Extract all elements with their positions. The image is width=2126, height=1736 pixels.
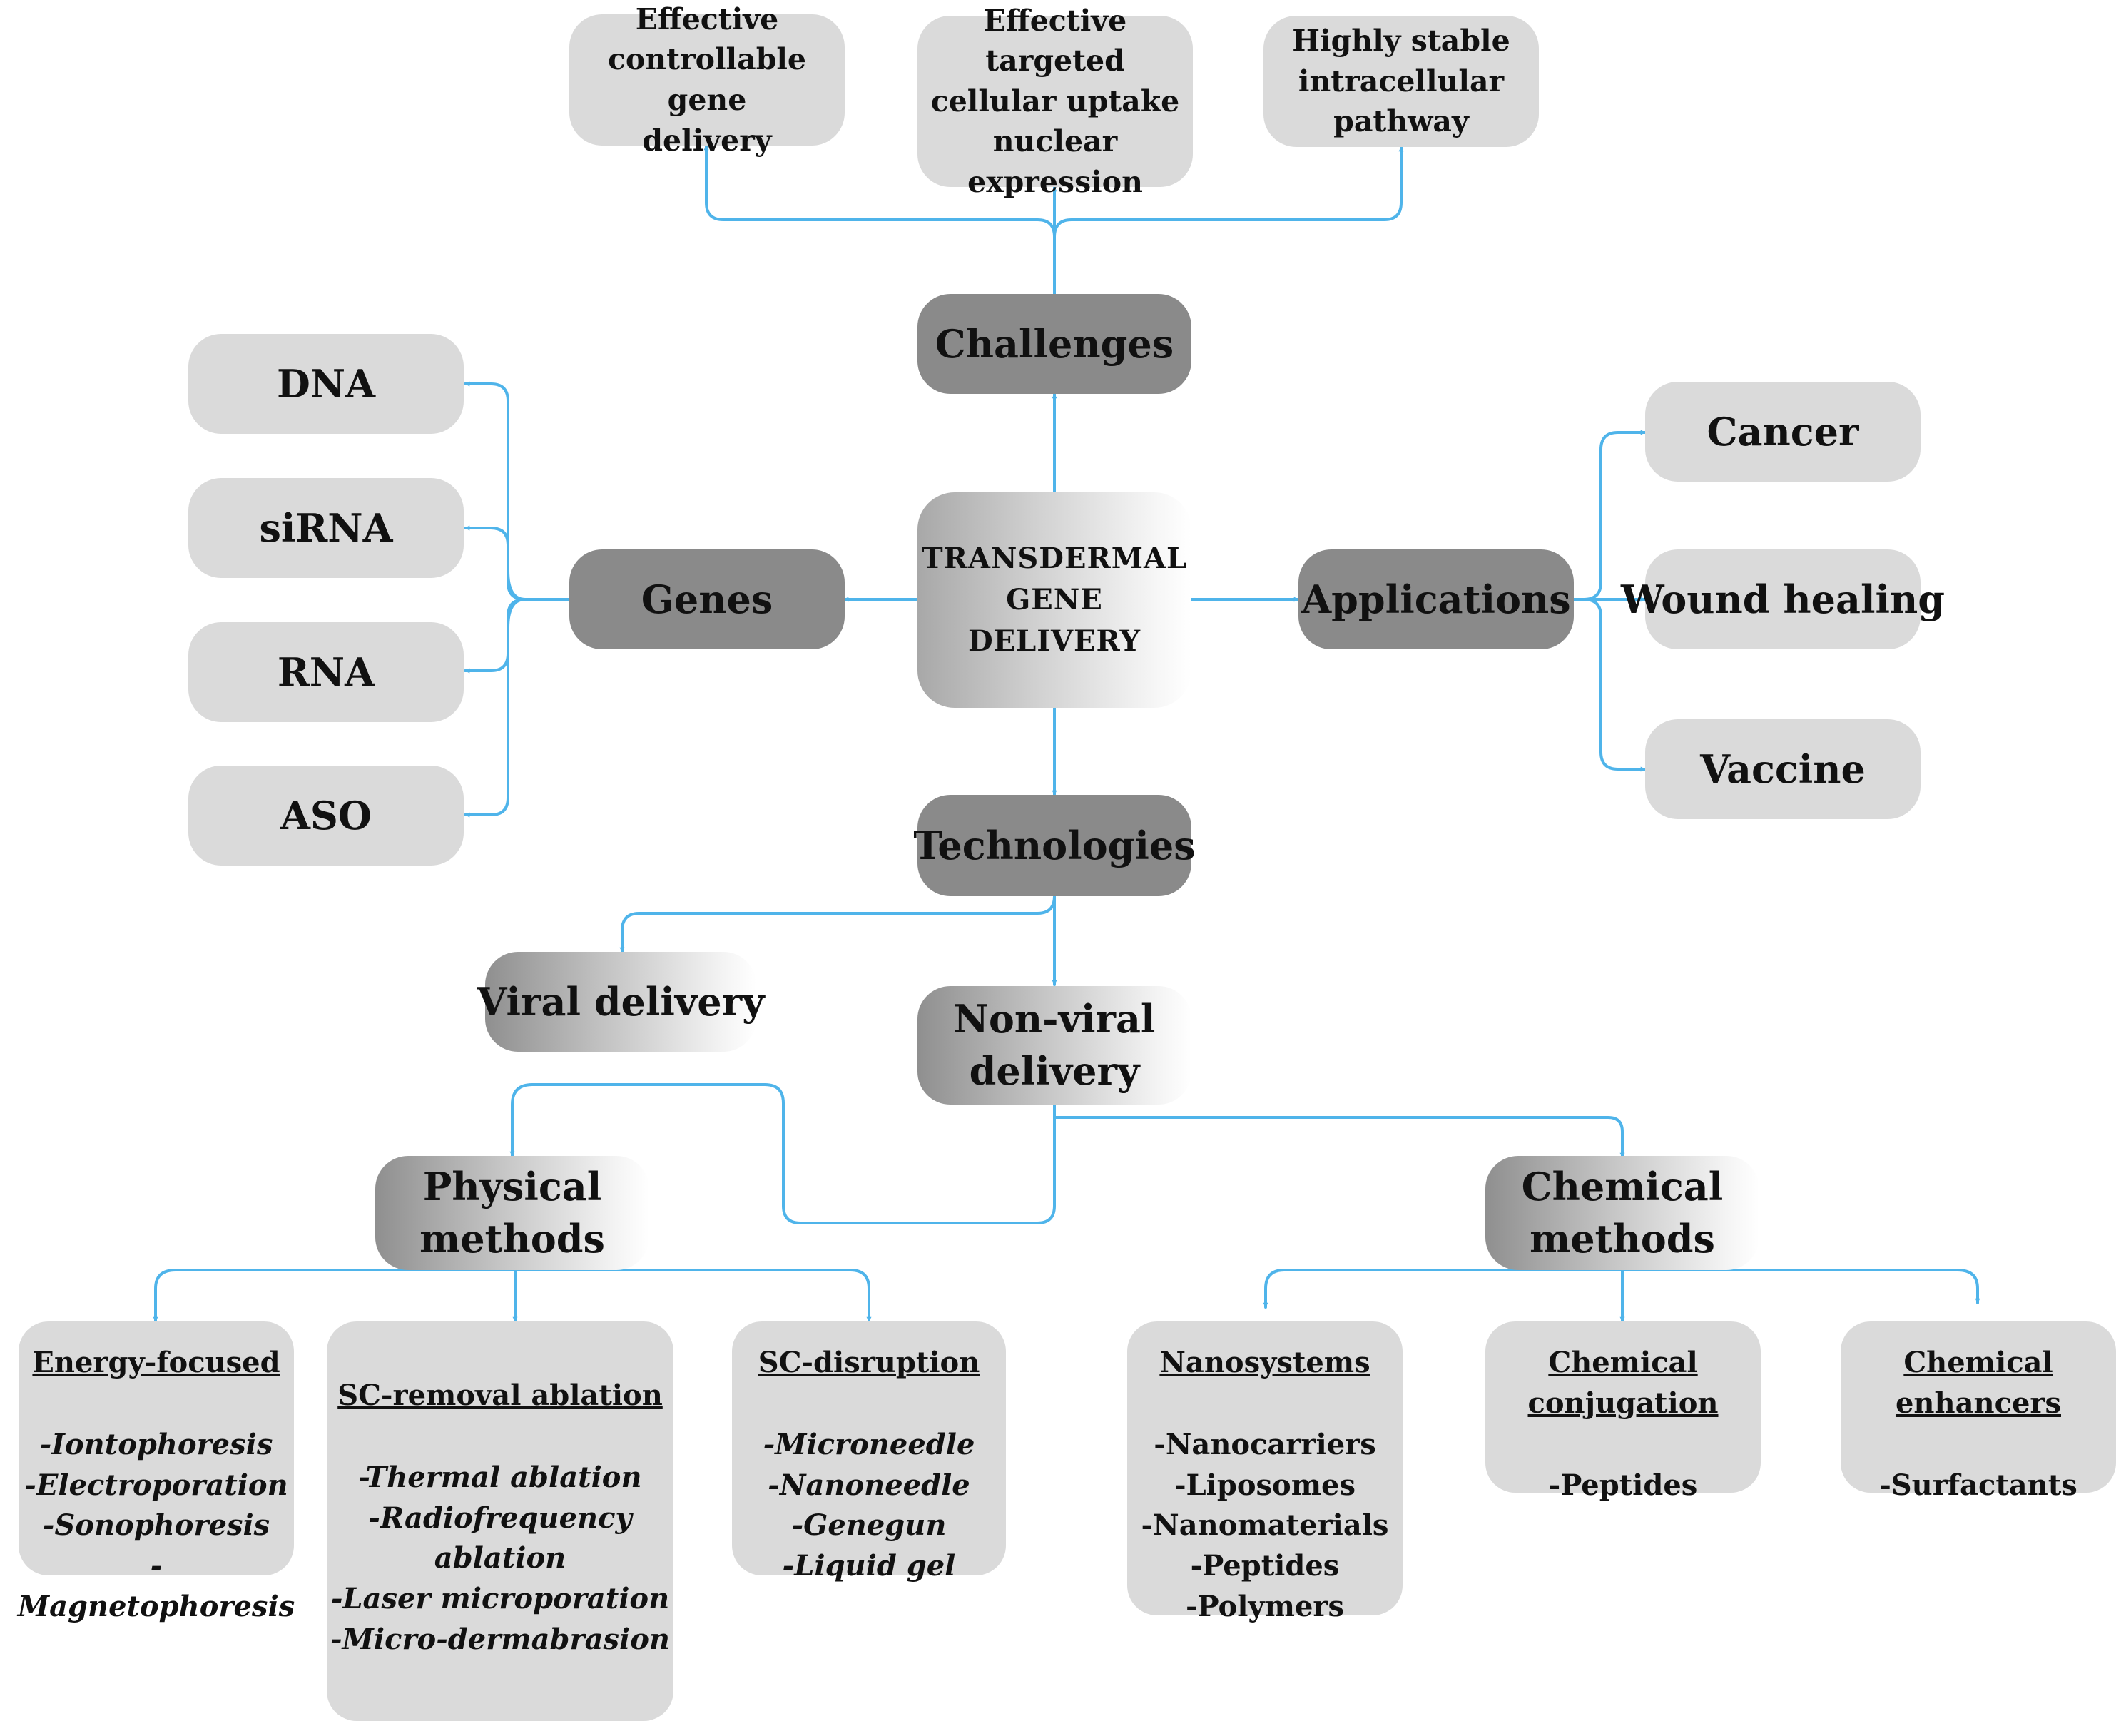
arrow-genes-to-dna bbox=[464, 381, 572, 601]
challenges-label: Challenges bbox=[935, 320, 1174, 367]
application-cancer-label: Cancer bbox=[1707, 408, 1859, 455]
arrow-genes-to-aso bbox=[464, 598, 527, 818]
viral-delivery-label: Viral delivery bbox=[477, 978, 765, 1025]
challenge-1-line-3: delivery bbox=[642, 123, 772, 158]
challenge-1-line-1: Effective bbox=[635, 1, 779, 36]
conjugation-item-1: -Peptides bbox=[1548, 1468, 1698, 1502]
sc-removal-item-4: -Laser microporation bbox=[330, 1582, 670, 1616]
center-node: TRANSDERMAL GENE DELIVERY bbox=[917, 492, 1191, 708]
sc-removal-item-2: -Radiofrequency bbox=[368, 1501, 632, 1535]
application-item-cancer: Cancer bbox=[1645, 382, 1921, 482]
physical-line-2: methods bbox=[419, 1216, 605, 1262]
nonviral-line-2: delivery bbox=[969, 1048, 1140, 1094]
gene-aso-label: ASO bbox=[280, 792, 372, 838]
sc-disruption-title: SC-disruption bbox=[758, 1346, 980, 1379]
challenge-2-line-1: Effective targeted bbox=[983, 3, 1127, 78]
challenge-2-line-3: nuclear bbox=[992, 124, 1118, 159]
chemical-box-conjugation: Chemical conjugation -Peptides bbox=[1485, 1321, 1761, 1502]
gene-sirna-label: siRNA bbox=[259, 504, 393, 551]
sc-disruption-item-4: -Liquid gel bbox=[782, 1549, 956, 1583]
arrow-genes-to-rna bbox=[464, 598, 527, 674]
arrow-applications-to-cancer bbox=[1572, 430, 1647, 601]
gene-item-rna: RNA bbox=[188, 622, 464, 722]
challenge-3-line-1: Highly stable bbox=[1292, 24, 1510, 59]
conjugation-title-line-1: Chemical bbox=[1548, 1346, 1698, 1379]
enhancers-title-line-1: Chemical bbox=[1903, 1346, 2053, 1379]
nanosystems-item-3: -Nanomaterials bbox=[1141, 1508, 1389, 1543]
physical-line-1: Physical bbox=[422, 1164, 602, 1210]
physical-box-energy-focused: Energy-focused -Iontophoresis -Electropo… bbox=[18, 1321, 295, 1623]
challenge-item-targeted-uptake: Effective targeted cellular uptake nucle… bbox=[917, 4, 1193, 199]
nonviral-line-1: Non-viral bbox=[953, 996, 1156, 1042]
arrow-challenges-to-item-3 bbox=[1053, 146, 1404, 238]
application-item-wound-healing: Wound healing bbox=[1621, 549, 1945, 649]
sc-removal-item-5: -Micro-dermabrasion bbox=[330, 1622, 670, 1656]
nanosystems-item-5: -Polymers bbox=[1185, 1589, 1345, 1623]
application-item-vaccine: Vaccine bbox=[1645, 719, 1921, 819]
application-vaccine-label: Vaccine bbox=[1700, 746, 1866, 792]
sc-disruption-item-3: -Genegun bbox=[791, 1508, 947, 1543]
nanosystems-item-1: -Nanocarriers bbox=[1154, 1427, 1376, 1461]
enhancers-title-line-2: enhancers bbox=[1895, 1386, 2061, 1420]
arrow-physical-to-sc-disruption bbox=[514, 1269, 872, 1323]
arrow-nonviral-to-chemical bbox=[1053, 1103, 1625, 1159]
application-wound-healing-label: Wound healing bbox=[1621, 576, 1945, 622]
energy-item-1: -Iontophoresis bbox=[39, 1427, 273, 1461]
chemical-line-1: Chemical bbox=[1521, 1164, 1724, 1210]
arrow-chemical-to-enhancers bbox=[1621, 1269, 1980, 1304]
arrow-physical-to-energy bbox=[153, 1269, 517, 1323]
nanosystems-title: Nanosystems bbox=[1159, 1346, 1370, 1379]
arrow-nonviral-to-physical bbox=[509, 1083, 1056, 1224]
gene-dna-label: DNA bbox=[276, 360, 376, 407]
nanosystems-item-4: -Peptides bbox=[1190, 1549, 1340, 1583]
challenge-3-line-2: intracellular bbox=[1298, 64, 1505, 98]
physical-box-sc-disruption: SC-disruption -Microneedle -Nanoneedle -… bbox=[732, 1321, 1006, 1583]
sc-disruption-item-2: -Nanoneedle bbox=[768, 1468, 970, 1502]
gene-item-sirna: siRNA bbox=[188, 478, 464, 578]
challenge-2-line-2: cellular uptake bbox=[930, 83, 1180, 118]
center-title-line-1: TRANSDERMAL bbox=[921, 542, 1188, 575]
conjugation-title-line-2: conjugation bbox=[1527, 1386, 1719, 1420]
energy-item-4: -Magnetophoresis bbox=[17, 1549, 295, 1623]
sc-removal-title: SC-removal ablation bbox=[337, 1379, 663, 1412]
nonviral-delivery-node: Non-viral delivery bbox=[917, 986, 1191, 1105]
arrow-technologies-to-viral bbox=[619, 895, 1056, 953]
energy-item-2: -Electroporation bbox=[24, 1468, 288, 1502]
applications-label: Applications bbox=[1301, 576, 1571, 622]
technologies-node: Technologies bbox=[913, 795, 1196, 896]
gene-item-dna: DNA bbox=[188, 334, 464, 434]
arrow-genes-to-sirna bbox=[464, 525, 527, 601]
chemical-box-enhancers: Chemical enhancers -Surfactants bbox=[1841, 1321, 2116, 1502]
arrow-applications-to-vaccine bbox=[1582, 598, 1647, 772]
challenge-item-stable-pathway: Highly stable intracellular pathway bbox=[1263, 16, 1539, 147]
genes-label: Genes bbox=[641, 576, 773, 622]
chemical-line-2: methods bbox=[1530, 1216, 1715, 1262]
center-title-line-2: GENE DELIVERY bbox=[967, 583, 1141, 658]
gene-item-aso: ASO bbox=[188, 766, 464, 866]
energy-focused-title: Energy-focused bbox=[32, 1346, 280, 1379]
nanosystems-item-2: -Liposomes bbox=[1174, 1468, 1356, 1502]
physical-box-sc-removal-ablation: SC-removal ablation -Thermal ablation -R… bbox=[327, 1321, 673, 1721]
sc-removal-item-3: ablation bbox=[434, 1541, 566, 1575]
enhancers-item-1: -Surfactants bbox=[1879, 1468, 2077, 1502]
genes-node: Genes bbox=[569, 549, 845, 649]
viral-delivery-node: Viral delivery bbox=[477, 952, 764, 1052]
sc-removal-item-1: -Thermal ablation bbox=[358, 1460, 642, 1494]
chemical-methods-node: Chemical methods bbox=[1485, 1156, 1759, 1270]
arrow-chemical-to-nanosystems bbox=[1263, 1269, 1624, 1309]
challenge-3-line-3: pathway bbox=[1333, 104, 1469, 139]
chemical-box-nanosystems: Nanosystems -Nanocarriers -Liposomes -Na… bbox=[1127, 1321, 1403, 1623]
challenge-item-controllable-gene-delivery: Effective controllable gene delivery bbox=[569, 2, 845, 158]
gene-rna-label: RNA bbox=[277, 649, 375, 695]
energy-item-3: -Sonophoresis bbox=[42, 1508, 270, 1543]
physical-methods-node: Physical methods bbox=[375, 1156, 649, 1270]
challenge-2-line-4: expression bbox=[967, 164, 1143, 199]
sc-disruption-item-1: -Microneedle bbox=[763, 1427, 975, 1461]
technologies-label: Technologies bbox=[913, 822, 1196, 868]
challenge-1-line-2: controllable gene bbox=[607, 42, 807, 117]
applications-node: Applications bbox=[1298, 549, 1574, 649]
challenges-node: Challenges bbox=[917, 294, 1191, 394]
